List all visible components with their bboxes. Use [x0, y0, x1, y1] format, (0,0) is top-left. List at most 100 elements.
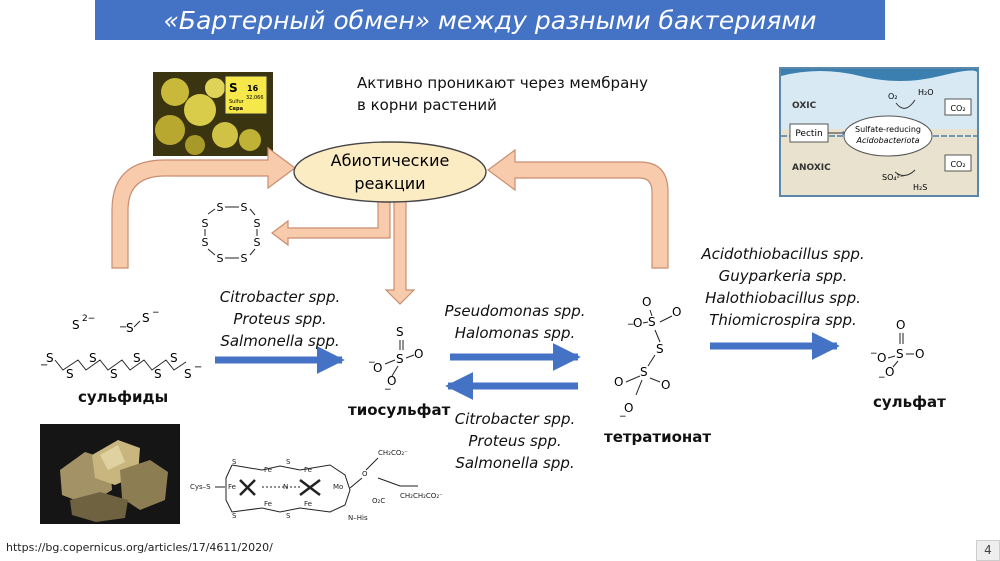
svg-text:O₂C: O₂C [372, 497, 385, 505]
source-link[interactable]: https://bg.copernicus.org/articles/17/46… [6, 541, 273, 554]
arrow-sulfides-to-abiotic [111, 146, 297, 269]
group-tetrathionate-to-thiosulfate: Citrobacter spp. Proteus spp. Salmonella… [454, 410, 576, 472]
svg-text:O: O [661, 378, 670, 392]
svg-text:S: S [648, 315, 656, 329]
svg-text:−: − [870, 349, 878, 359]
svg-text:−: − [119, 322, 127, 333]
svg-text:S: S [133, 351, 141, 365]
svg-text:S: S [232, 512, 237, 520]
membrane-note-line-1: Активно проникают через мембрану [357, 74, 648, 92]
svg-text:S: S [254, 236, 261, 249]
element-symbol: S [229, 81, 238, 95]
svg-text:O: O [387, 374, 396, 388]
membrane-note-line-2: в корни растений [357, 96, 497, 114]
svg-text:S: S [202, 236, 209, 249]
svg-text:S: S [72, 318, 80, 332]
inset-reducer-line-1: Sulfate-reducing [855, 125, 921, 134]
svg-text:S: S [89, 351, 97, 365]
svg-text:−: − [152, 308, 160, 318]
svg-text:O: O [414, 347, 423, 361]
label-tetrathionate: тетратионат [604, 428, 712, 446]
inset-anoxic-label: ANOXIC [792, 163, 831, 173]
inset-o2: O₂ [888, 92, 898, 101]
svg-text:O: O [373, 361, 382, 375]
svg-text:S: S [896, 347, 904, 361]
svg-text:Fe: Fe [264, 500, 272, 508]
svg-text:−: − [194, 362, 202, 373]
svg-text:Mo: Mo [333, 483, 343, 491]
svg-text:O: O [885, 365, 894, 379]
svg-text:−: − [619, 412, 627, 422]
svg-text:S: S [640, 365, 648, 379]
inset-reducer-line-2: Acidobacteriota [856, 136, 920, 145]
svg-text:−: − [384, 385, 392, 395]
svg-text:−: − [40, 360, 48, 371]
svg-text:Fe: Fe [228, 483, 236, 491]
svg-text:O: O [642, 295, 651, 309]
svg-text:O: O [614, 375, 623, 389]
svg-text:S: S [396, 325, 404, 339]
abiotic-line-1: Абиотические [331, 151, 450, 170]
sulfur-crystal-photo: S 16 32,066 Sulfur Сера [153, 72, 273, 156]
element-name-en: Sulfur [229, 99, 245, 105]
page-number: 4 [976, 540, 1000, 561]
svg-text:−: − [878, 373, 886, 383]
svg-text:O: O [877, 351, 886, 365]
svg-text:O: O [672, 305, 681, 319]
svg-text:S: S [286, 512, 291, 520]
element-name-ru: Сера [229, 106, 243, 112]
svg-text:S: S [126, 321, 134, 335]
svg-text:S: S [184, 367, 192, 381]
svg-text:−: − [627, 320, 635, 330]
abiotic-reactions-node [293, 141, 487, 203]
sulfate-structure: O S −O O O− [870, 318, 924, 383]
svg-text:O: O [633, 316, 642, 330]
group-tetrathionate-to-sulfate: Acidothiobacillus spp. Guyparkeria spp. … [701, 245, 865, 329]
svg-text:S: S [217, 252, 224, 265]
svg-text:S: S [217, 201, 224, 214]
svg-text:S: S [396, 352, 404, 366]
element-number: 16 [247, 84, 259, 93]
svg-text:2−: 2− [82, 314, 95, 324]
svg-text:S: S [202, 217, 209, 230]
inset-pectin-label: Pectin [795, 129, 822, 139]
label-thiosulfate: тиосульфат [348, 401, 451, 419]
svg-text:N–His: N–His [348, 514, 368, 522]
group-thiosulfate-to-tetrathionate: Pseudomonas spp. Halomonas spp. [444, 302, 586, 342]
ecology-inset: OXIC ANOXIC Pectin Sulfate-reducing Acid… [779, 67, 979, 197]
inset-h2s: H₂S [913, 183, 927, 192]
svg-text:Cys–S: Cys–S [190, 483, 211, 491]
inset-so4: SO₄²⁻ [882, 173, 904, 182]
svg-text:S: S [286, 458, 291, 466]
svg-text:O: O [915, 347, 924, 361]
svg-text:CH₂CH₂CO₂⁻: CH₂CH₂CO₂⁻ [400, 492, 443, 500]
svg-text:S: S [142, 311, 150, 325]
thiosulfate-structure: S S −O O O− [368, 325, 423, 395]
svg-text:S: S [170, 351, 178, 365]
svg-text:O: O [362, 470, 368, 478]
inset-h2o: H₂O [918, 88, 934, 97]
svg-text:S: S [232, 458, 237, 466]
svg-text:S: S [241, 201, 248, 214]
svg-text:O: O [624, 401, 633, 415]
svg-text:S: S [154, 367, 162, 381]
svg-text:N: N [283, 483, 288, 491]
inset-oxic-label: OXIC [792, 101, 817, 111]
membrane-note: Активно проникают через мембрану в корни… [357, 72, 648, 116]
svg-text:Fe: Fe [264, 466, 272, 474]
tetrathionate-structure: O −O SO S S O O O− [614, 295, 681, 422]
svg-text:O: O [896, 318, 905, 332]
svg-text:Fe: Fe [304, 500, 312, 508]
svg-text:S: S [241, 252, 248, 265]
label-sulfides: сульфиды [78, 388, 169, 406]
title-banner: «Бартерный обмен» между разными бактерия… [95, 0, 885, 40]
svg-text:−: − [368, 358, 376, 368]
element-mass: 32,066 [246, 95, 264, 101]
svg-text:Fe: Fe [304, 466, 312, 474]
svg-text:S: S [254, 217, 261, 230]
label-sulfate: сульфат [873, 393, 946, 411]
arrow-tetrathionate-to-abiotic [486, 148, 669, 269]
